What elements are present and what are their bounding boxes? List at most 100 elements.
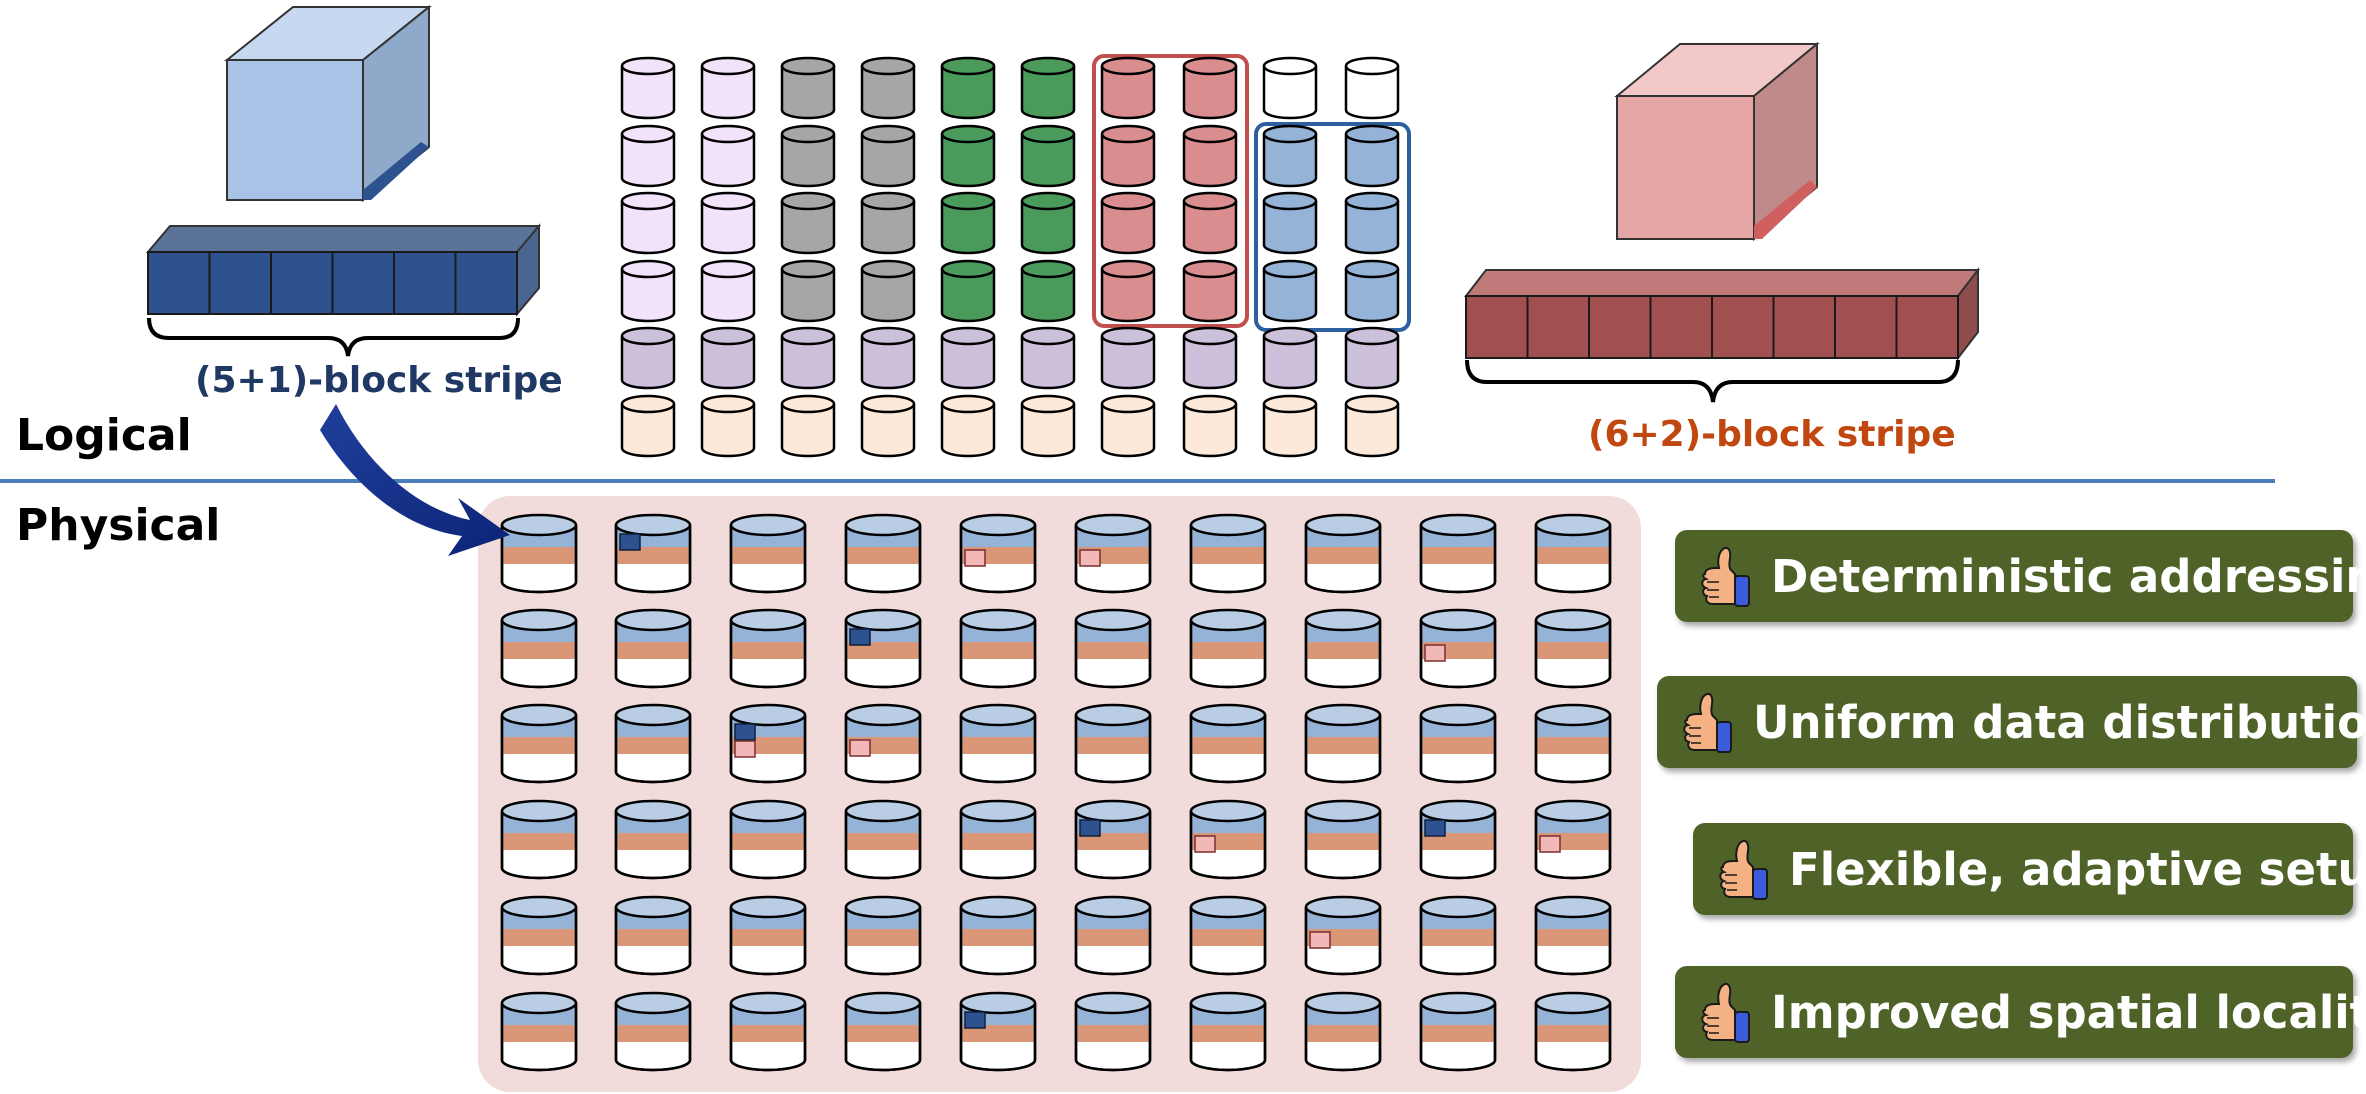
physical-disk [1419,895,1497,976]
stripe-block [208,251,272,315]
physical-disk [729,799,807,880]
logical-disk [780,259,836,323]
physical-disk [1534,799,1612,880]
physical-disk [500,895,578,976]
thumbs-up-icon [1701,546,1750,607]
stripe-a-placed-block [849,628,871,646]
physical-disk [500,513,578,594]
physical-disk [844,703,922,784]
logical-disk [1182,124,1238,188]
logical-disk [1100,259,1156,323]
physical-disk [1304,703,1382,784]
stripe-block [1465,295,1529,359]
stripe-a-bar [145,223,542,317]
physical-label: Physical [16,500,221,551]
benefit-flexible-adaptive-setup: Flexible, adaptive setup [1693,823,2366,915]
physical-disk [1534,608,1612,689]
logical-disk [940,56,996,120]
logical-disk-grid [620,56,1400,458]
stripe-block [1834,295,1898,359]
physical-disk [959,608,1037,689]
stripe-block [454,251,518,315]
logical-disk [1262,259,1318,323]
physical-disk [1419,799,1497,880]
stripe-block [147,251,211,315]
physical-disk-grid [500,513,1612,1072]
logical-disk [1100,326,1156,390]
logical-disk [1100,56,1156,120]
stripe-block [270,251,334,315]
stripe-a-label: (5+1)-block stripe [195,360,563,401]
benefit-text: Improved spatial locality [1771,985,2366,1039]
logical-disk [940,124,996,188]
stripe-a-brace [147,317,520,357]
logical-disk [1020,326,1076,390]
logical-disk [1344,259,1400,323]
physical-disk [1189,895,1267,976]
logical-disk [780,394,836,458]
logical-disk [1020,191,1076,255]
logical-disk [780,124,836,188]
physical-disk [1419,991,1497,1072]
logical-disk [1344,326,1400,390]
stripe-b-label: (6+2)-block stripe [1588,414,1956,455]
logical-disk [860,326,916,390]
physical-disk [1534,703,1612,784]
physical-disk [729,991,807,1072]
logical-disk [1344,394,1400,458]
stripe-block [1711,295,1775,359]
logical-disk [1262,394,1318,458]
physical-disk [1419,608,1497,689]
physical-disk [959,703,1037,784]
physical-disk [729,513,807,594]
stripe-b-placed-block [1539,835,1561,853]
logical-disk [940,191,996,255]
physical-disk [1074,703,1152,784]
physical-disk [614,895,692,976]
logical-disk [700,326,756,390]
logical-disk [1182,326,1238,390]
logical-disk [1262,124,1318,188]
logical-disk [700,259,756,323]
thumbs-up-icon [1701,982,1750,1043]
logical-disk [1344,191,1400,255]
physical-disk [844,608,922,689]
logical-disk [1020,394,1076,458]
logical-disk [1020,124,1076,188]
physical-disk [959,799,1037,880]
benefit-uniform-data-distribution: Uniform data distribution [1657,676,2366,768]
benefit-text: Deterministic addressing [1771,549,2366,603]
physical-disk [614,799,692,880]
logical-disk [1262,56,1318,120]
physical-disk [1304,991,1382,1072]
stripe-block [1649,295,1713,359]
benefit-text: Flexible, adaptive setup [1789,842,2366,896]
stripe-a-placed-block [1424,819,1446,837]
physical-disk [959,991,1037,1072]
physical-disk [844,895,922,976]
benefit-text: Uniform data distribution [1753,695,2366,749]
logical-disk [1100,191,1156,255]
physical-disk [614,608,692,689]
logical-disk [940,259,996,323]
benefit-improved-spatial-locality: Improved spatial locality [1675,966,2366,1058]
logical-disk [1262,326,1318,390]
blue-stripe-highlight [1254,122,1411,332]
stripe-b-bar [1463,267,1981,361]
physical-disk [729,703,807,784]
physical-disk [1074,895,1152,976]
logical-volume-cube-a [224,4,432,203]
logical-disk [1182,259,1238,323]
stripe-a-placed-block [964,1011,986,1029]
stripe-b-placed-block [1424,644,1446,662]
logical-disk [780,326,836,390]
physical-disk [959,895,1037,976]
physical-disk [1074,991,1152,1072]
logical-disk [620,259,676,323]
physical-disk [1189,991,1267,1072]
logical-disk [1020,56,1076,120]
stripe-b-placed-block [1309,931,1331,949]
physical-disk [1304,895,1382,976]
logical-disk [860,394,916,458]
